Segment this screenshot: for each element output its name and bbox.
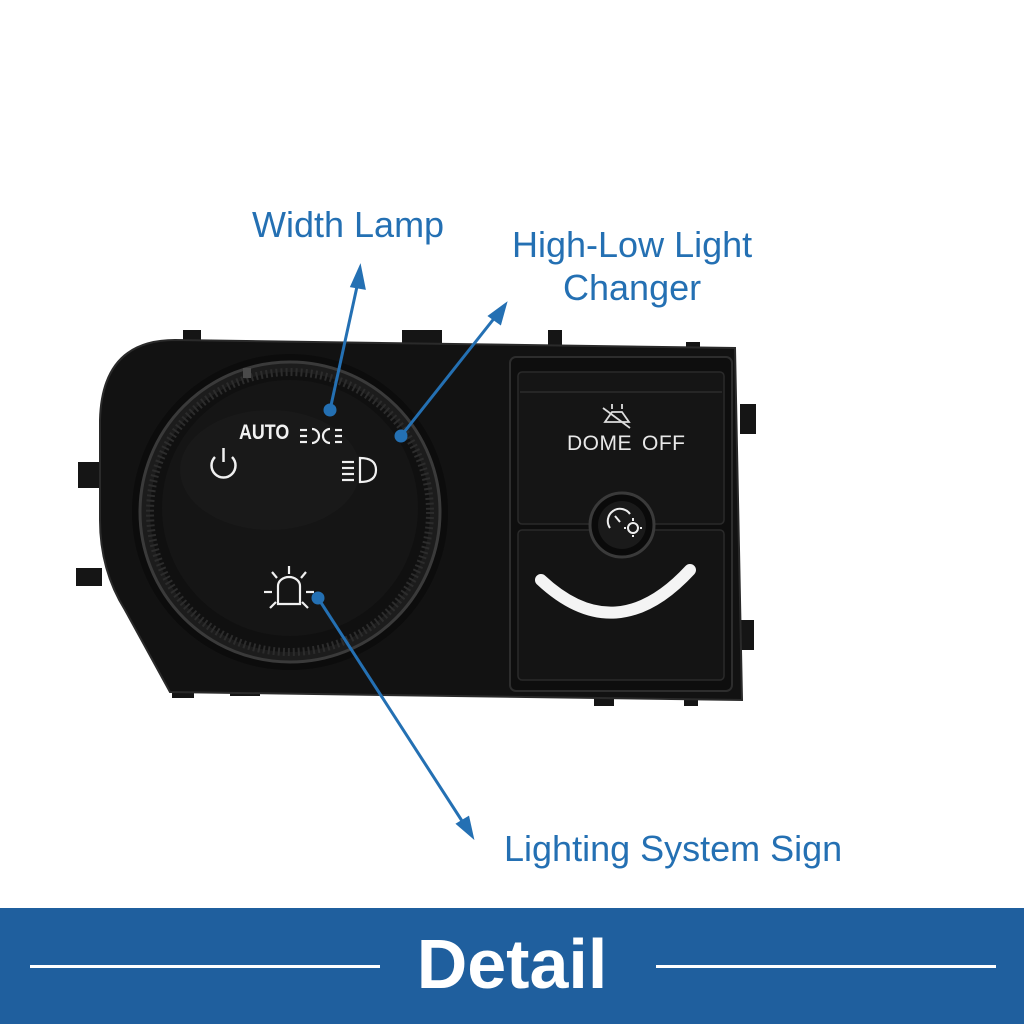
power-icon (210, 448, 237, 479)
callout-arrow-width-lamp (323, 263, 366, 417)
callout-lighting-system-sign: Lighting System Sign (504, 828, 843, 869)
headlamp-rotary-knob (132, 354, 448, 670)
callout-high-low-light: High-Low Light Changer (512, 223, 752, 309)
banner-divider-left (30, 965, 380, 968)
banner-divider-right (656, 965, 996, 968)
dimmer-arc-indicator (535, 564, 696, 619)
callout-high-low-line1: High-Low Light (512, 224, 753, 265)
parking-lamp-icon (300, 427, 342, 445)
banner-title: Detail (416, 925, 608, 1003)
dimmer-thumbwheel (588, 491, 656, 559)
exterior-lamp-icon (264, 566, 314, 609)
auto-label: AUTO (239, 421, 290, 444)
dome-label: DOME (567, 432, 632, 455)
dimmer-icon (606, 507, 642, 537)
dome-off-icon (602, 404, 631, 429)
callout-arrow-lighting-sign (311, 591, 475, 841)
headlamp-icon (342, 456, 378, 484)
callout-arrow-high-low (394, 301, 508, 443)
callout-width-lamp: Width Lamp (252, 204, 445, 245)
callout-high-low-line2: Changer (563, 267, 702, 309)
off-label: OFF (642, 432, 686, 455)
